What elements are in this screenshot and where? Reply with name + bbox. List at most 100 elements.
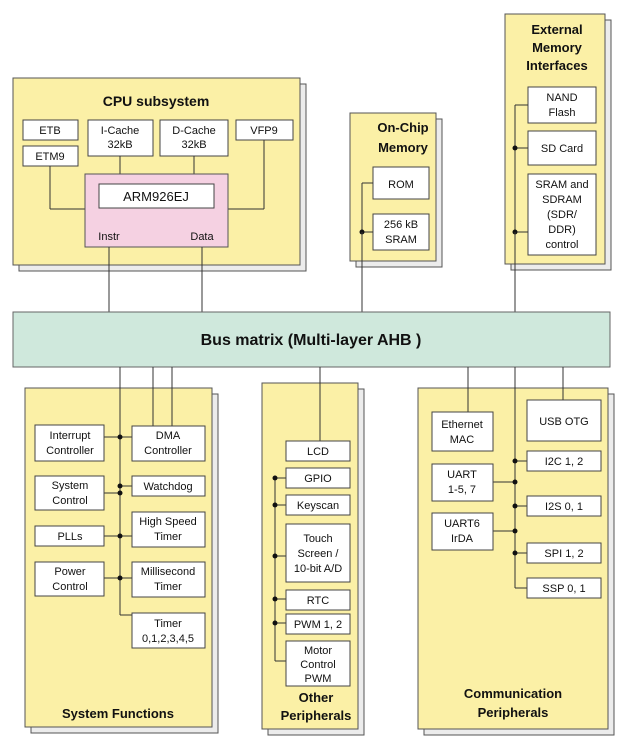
rom-label: ROM bbox=[388, 179, 414, 191]
watchdog-label: Watchdog bbox=[143, 481, 192, 493]
keyscan-box bbox=[285, 494, 351, 516]
spi-box bbox=[526, 542, 602, 564]
ethernet-label-1: Ethernet bbox=[441, 419, 483, 431]
millisecond-timer-box bbox=[131, 561, 206, 598]
arm926ej-label-box bbox=[98, 183, 215, 209]
keyscan-label: Keyscan bbox=[297, 500, 339, 512]
icache-box bbox=[87, 119, 154, 157]
uart6-irda-box bbox=[431, 512, 494, 551]
pwm-box bbox=[285, 613, 351, 635]
gpio-label: GPIO bbox=[304, 473, 332, 485]
mstimer-label-2: Timer bbox=[154, 581, 182, 593]
etb-label: ETB bbox=[39, 125, 60, 137]
etm9-label: ETM9 bbox=[35, 151, 64, 163]
rtc-box bbox=[285, 589, 351, 611]
on-chip-title-1: On-Chip bbox=[377, 120, 428, 135]
external-title-3: Interfaces bbox=[526, 58, 587, 73]
system-functions-panel: Interrupt Controller DMA Controller Syst… bbox=[24, 367, 219, 734]
power-control-box bbox=[34, 561, 105, 597]
i2s-box bbox=[526, 495, 602, 517]
other-peripherals-title-1: Other bbox=[299, 690, 334, 705]
data-port-label: Data bbox=[190, 231, 214, 243]
interrupt-label-1: Interrupt bbox=[50, 430, 91, 442]
motor-control-box bbox=[285, 640, 351, 687]
external-title-2: Memory bbox=[532, 40, 583, 55]
nand-flash-box bbox=[527, 86, 597, 124]
motor-label-3: PWM bbox=[305, 673, 332, 685]
system-control-label-2: Control bbox=[52, 495, 87, 507]
uart-box bbox=[431, 463, 494, 502]
high-speed-timer-box bbox=[131, 511, 206, 548]
external-title-1: External bbox=[531, 22, 582, 37]
dcache-label-1: D-Cache bbox=[172, 125, 215, 137]
timer-0-5-box bbox=[131, 612, 206, 649]
i2s-label: I2S 0, 1 bbox=[545, 501, 583, 513]
other-peripherals-title-2: Peripherals bbox=[281, 708, 352, 723]
uart-label-2: 1-5, 7 bbox=[448, 484, 476, 496]
hstimer-label-1: High Speed bbox=[139, 516, 197, 528]
communication-title-2: Peripherals bbox=[478, 705, 549, 720]
timer-label-2: 0,1,2,3,4,5 bbox=[142, 633, 194, 645]
sram-box bbox=[372, 213, 430, 251]
rom-box bbox=[372, 166, 430, 200]
interrupt-label-2: Controller bbox=[46, 445, 94, 457]
touch-label-3: 10-bit A/D bbox=[294, 563, 342, 575]
on-chip-memory-panel: On-Chip Memory ROM 256 kB SRAM bbox=[349, 112, 443, 268]
sd-card-box bbox=[527, 130, 597, 166]
sdram-label-5: control bbox=[545, 239, 578, 251]
bus-matrix-label: Bus matrix (Multi-layer AHB ) bbox=[201, 332, 422, 349]
communication-title-1: Communication bbox=[464, 686, 562, 701]
cpu-subsystem-panel: CPU subsystem ETB ETM9 I-Cache 32kB D-Ca… bbox=[12, 77, 307, 272]
sdram-label-2: SDRAM bbox=[542, 194, 582, 206]
dcache-label-2: 32kB bbox=[181, 139, 206, 151]
mstimer-label-1: Millisecond bbox=[141, 566, 195, 578]
dma-label-2: Controller bbox=[144, 445, 192, 457]
usb-otg-label: USB OTG bbox=[539, 416, 589, 428]
sdram-label-1: SRAM and bbox=[535, 179, 588, 191]
sdram-label-3: (SDR/ bbox=[547, 209, 578, 221]
nand-label-2: Flash bbox=[549, 107, 576, 119]
power-label-1: Power bbox=[54, 566, 86, 578]
etb-box bbox=[22, 119, 79, 141]
i2c-box bbox=[526, 450, 602, 472]
power-label-2: Control bbox=[52, 581, 87, 593]
lcd-box bbox=[285, 440, 351, 462]
nand-label-1: NAND bbox=[546, 92, 577, 104]
dma-controller-box bbox=[131, 425, 206, 462]
plls-label: PLLs bbox=[57, 531, 83, 543]
spi-label: SPI 1, 2 bbox=[544, 548, 583, 560]
interrupt-controller-box bbox=[34, 424, 105, 462]
sram-sdram-box bbox=[527, 173, 597, 256]
arm926ej-label: ARM926EJ bbox=[123, 189, 189, 204]
i2c-label: I2C 1, 2 bbox=[545, 456, 584, 468]
ethernet-mac-box bbox=[431, 411, 494, 452]
dma-label-1: DMA bbox=[156, 430, 181, 442]
sdram-label-4: DDR) bbox=[548, 224, 576, 236]
pwm-label: PWM 1, 2 bbox=[294, 619, 342, 631]
sd-card-label: SD Card bbox=[541, 143, 583, 155]
timer-label-1: Timer bbox=[154, 618, 182, 630]
bus-matrix-bar bbox=[12, 311, 611, 368]
sram-label-2: SRAM bbox=[385, 234, 417, 246]
uart6-label-1: UART6 bbox=[444, 518, 480, 530]
watchdog-box bbox=[131, 475, 206, 497]
sram-label-1: 256 kB bbox=[384, 219, 418, 231]
motor-label-1: Motor bbox=[304, 645, 332, 657]
dcache-box bbox=[159, 119, 229, 157]
system-functions-title: System Functions bbox=[62, 706, 174, 721]
vfp9-label: VFP9 bbox=[250, 125, 278, 137]
gpio-box bbox=[285, 467, 351, 489]
motor-label-2: Control bbox=[300, 659, 335, 671]
touch-label-2: Screen / bbox=[298, 548, 340, 560]
uart6-label-2: IrDA bbox=[451, 533, 474, 545]
external-memory-panel: External Memory Interfaces NAND Flash SD… bbox=[504, 13, 612, 271]
ssp-label: SSP 0, 1 bbox=[542, 583, 585, 595]
uart-label-1: UART bbox=[447, 469, 477, 481]
ethernet-label-2: MAC bbox=[450, 434, 475, 446]
on-chip-title-2: Memory bbox=[378, 140, 429, 155]
other-peripherals-panel: LCD GPIO Keyscan Touch Screen / 10-bit A… bbox=[261, 367, 365, 736]
lcd-label: LCD bbox=[307, 446, 329, 458]
communication-peripherals-panel: Ethernet MAC USB OTG UART 1-5, 7 I2C 1, … bbox=[417, 367, 615, 736]
